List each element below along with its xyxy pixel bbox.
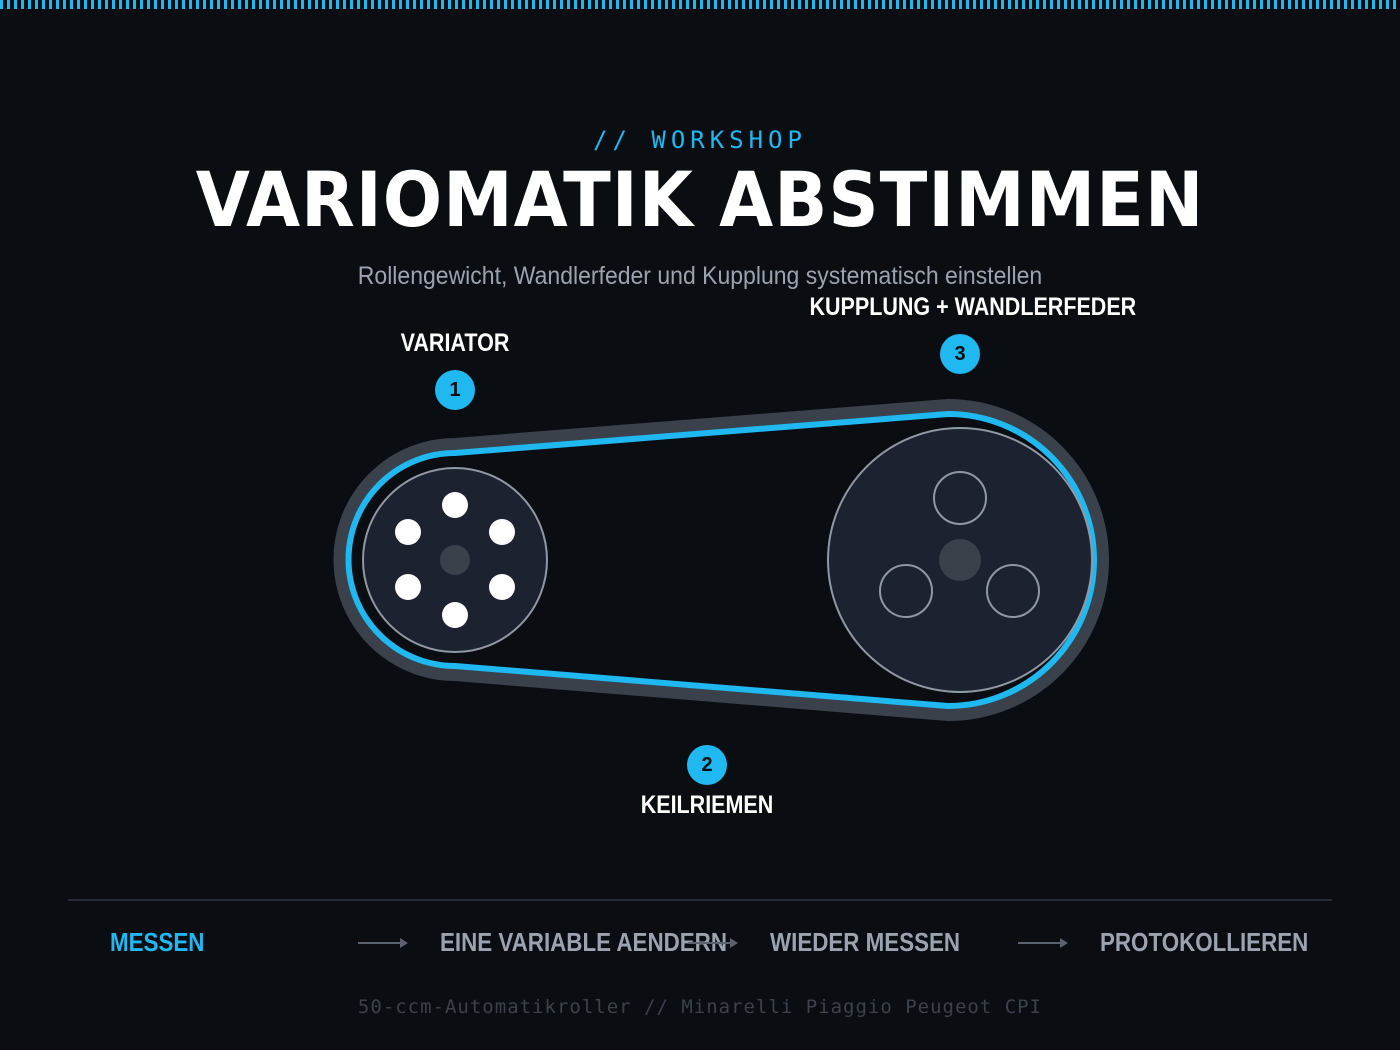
variator-roller <box>442 492 468 518</box>
clutch-pulley <box>827 427 1093 693</box>
arrow-right-icon <box>358 938 408 948</box>
page-subtitle: Rollengewicht, Wandlerfeder und Kupplung… <box>357 262 1043 290</box>
footer-note: 50-ccm-Automatikroller // Minarelli Piag… <box>357 996 1043 1018</box>
top-stripe <box>0 0 1400 9</box>
callout-label-variator: VARIATOR <box>400 329 510 357</box>
variator-pulley <box>362 467 548 653</box>
step-protokollieren: PROTOKOLLIEREN <box>1100 927 1309 957</box>
kicker-label: // WORKSHOP <box>593 126 807 154</box>
step-wieder-messen: WIEDER MESSEN <box>770 927 961 957</box>
variator-roller <box>489 519 515 545</box>
clutch-shoe <box>986 564 1040 618</box>
belt-outline <box>333 399 1109 721</box>
clutch-shoe <box>879 564 933 618</box>
variator-roller <box>395 574 421 600</box>
callout-label-keilriemen: KEILRIEMEN <box>640 791 774 819</box>
callout-badge-3: 3 <box>940 334 980 374</box>
step-messen: MESSEN <box>110 927 205 957</box>
clutch-shoe <box>933 471 987 525</box>
callout-badge-1: 1 <box>435 370 475 410</box>
arrow-right-icon <box>688 938 738 948</box>
arrow-right-icon <box>1018 938 1068 948</box>
section-divider <box>68 899 1332 901</box>
callout-badge-2: 2 <box>687 745 727 785</box>
variator-roller <box>489 574 515 600</box>
belt-accent <box>345 411 1097 709</box>
variator-roller <box>395 519 421 545</box>
callout-label-kupplung: KUPPLUNG + WANDLERFEDER <box>809 293 1137 321</box>
page-title: VARIOMATIK ABSTIMMEN <box>195 155 1205 244</box>
variator-roller <box>442 602 468 628</box>
step-eine-variable-aendern: EINE VARIABLE AENDERN <box>440 927 727 957</box>
